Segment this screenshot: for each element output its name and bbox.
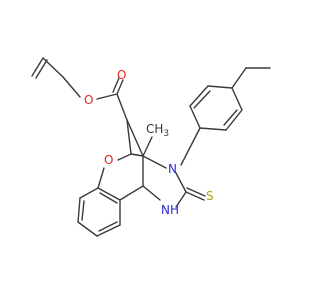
ester-oxygen-label: O bbox=[84, 93, 93, 107]
ester-group bbox=[96, 77, 128, 121]
thiourea-ring bbox=[175, 172, 206, 208]
allyl-group bbox=[31, 57, 81, 98]
carbonyl-oxygen-label: O bbox=[117, 68, 126, 82]
structure-canvas: O O O CH3 N NH S bbox=[31, 57, 271, 237]
molecule-structure: O O O CH3 N NH S bbox=[31, 57, 271, 237]
benzo-ring bbox=[77, 167, 121, 237]
sulfur-label: S bbox=[206, 189, 214, 203]
bicyclic-core bbox=[117, 119, 167, 201]
nh-label: NH bbox=[161, 203, 179, 217]
ring-oxygen-label: O bbox=[104, 153, 113, 167]
methyl-label: CH3 bbox=[146, 122, 169, 139]
ethylphenyl-group bbox=[180, 67, 271, 166]
n3-label: N bbox=[168, 162, 177, 176]
